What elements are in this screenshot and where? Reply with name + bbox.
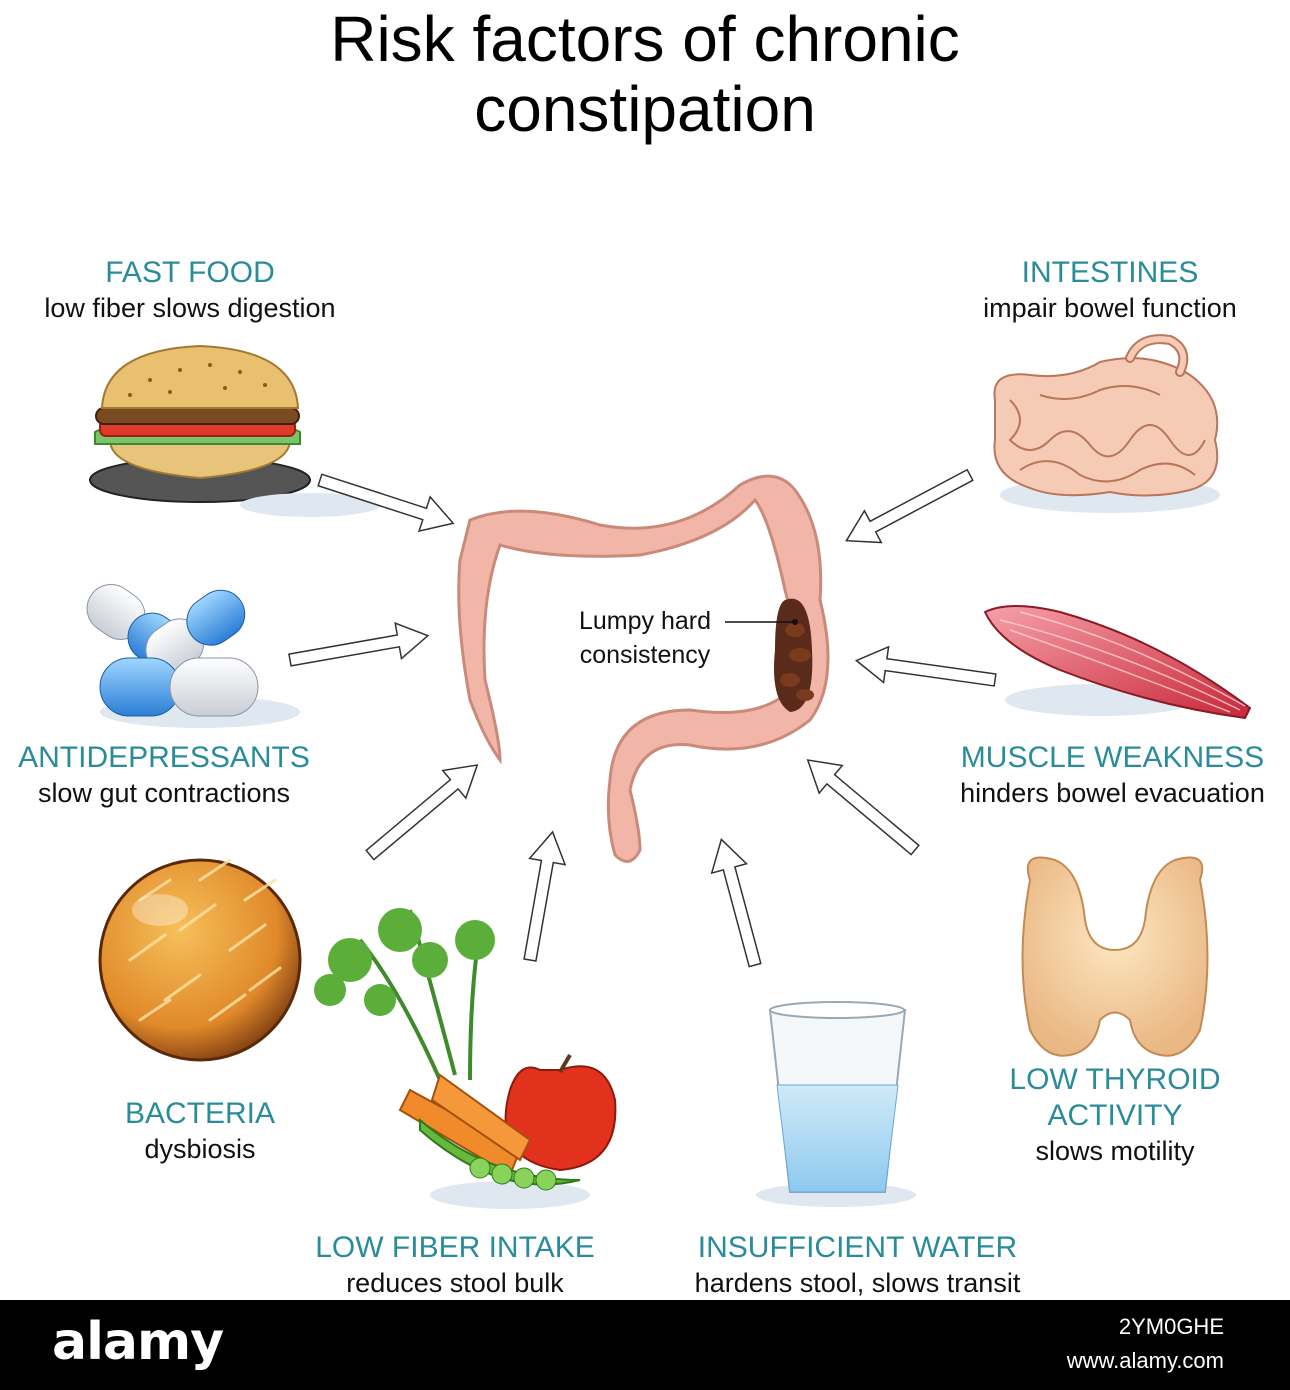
label-water: INSUFFICIENT WATER hardens stool, slows … xyxy=(660,1230,1055,1300)
image-id: 2YM0GHE xyxy=(1118,1314,1224,1339)
arrow-antidepressants xyxy=(288,621,430,667)
low-thyroid-heading-1: LOW THYROID xyxy=(1009,1063,1221,1096)
title-line-2: constipation xyxy=(474,73,816,145)
label-muscle-weakness: MUSCLE WEAKNESS hinders bowel evacuation xyxy=(935,740,1290,810)
arrow-fast-food xyxy=(317,473,455,533)
fast-food-heading: FAST FOOD xyxy=(105,256,275,289)
intestines-heading: INTESTINES xyxy=(1021,256,1199,289)
vegetables-icon xyxy=(314,908,617,1209)
low-fiber-heading: LOW FIBER INTAKE xyxy=(315,1231,595,1264)
label-low-thyroid: LOW THYROID ACTIVITY slows motility xyxy=(975,1062,1255,1168)
bacteria-icon xyxy=(98,858,302,1062)
arrow-intestines xyxy=(845,468,974,544)
fast-food-sub: low fiber slows digestion xyxy=(44,293,336,323)
colon-icon xyxy=(457,474,830,863)
low-thyroid-sub: slows motility xyxy=(1035,1136,1195,1166)
alamy-logo: alamy xyxy=(52,1312,224,1372)
muscle-icon xyxy=(983,605,1252,720)
arrow-water xyxy=(710,838,762,968)
arrow-low-fiber xyxy=(523,830,567,962)
annotation-line-2: consistency xyxy=(579,641,711,669)
intestines-icon xyxy=(993,334,1220,513)
arrow-bacteria xyxy=(365,764,479,861)
thyroid-icon xyxy=(1021,856,1209,1057)
water-heading: INSUFFICIENT WATER xyxy=(697,1231,1018,1264)
colon-annotation: Lumpy hard consistency xyxy=(560,604,730,672)
label-low-fiber: LOW FIBER INTAKE reduces stool bulk xyxy=(280,1230,630,1300)
capsules-icon xyxy=(86,584,300,728)
water-sub: hardens stool, slows transit xyxy=(694,1268,1021,1298)
diagram-artwork xyxy=(86,334,1252,1209)
label-bacteria: BACTERIA dysbiosis xyxy=(80,1096,320,1166)
annotation-line-1: Lumpy hard xyxy=(578,607,712,635)
footer-bar: alamy 2YM0GHE www.alamy.com xyxy=(0,1300,1290,1390)
muscle-weakness-sub: hinders bowel evacuation xyxy=(960,778,1265,808)
footer-url: www.alamy.com xyxy=(1066,1348,1224,1373)
burger-icon xyxy=(89,344,380,517)
intestines-sub: impair bowel function xyxy=(983,293,1237,323)
label-antidepressants: ANTIDEPRESSANTS slow gut contractions xyxy=(0,740,328,810)
bacteria-sub: dysbiosis xyxy=(144,1134,256,1164)
water-glass-icon xyxy=(756,1001,916,1207)
low-fiber-sub: reduces stool bulk xyxy=(346,1268,564,1298)
antidepressants-heading: ANTIDEPRESSANTS xyxy=(18,741,310,774)
low-thyroid-heading-2: ACTIVITY xyxy=(1047,1099,1183,1132)
label-intestines: INTESTINES impair bowel function xyxy=(950,255,1270,325)
page-title: Risk factors of chronic constipation xyxy=(0,0,1290,144)
label-fast-food: FAST FOOD low fiber slows digestion xyxy=(20,255,360,325)
bacteria-heading: BACTERIA xyxy=(124,1097,276,1130)
arrows xyxy=(288,468,997,968)
antidepressants-sub: slow gut contractions xyxy=(37,778,291,808)
title-line-1: Risk factors of chronic xyxy=(330,3,960,75)
muscle-weakness-heading: MUSCLE WEAKNESS xyxy=(960,741,1265,774)
arrow-muscle xyxy=(854,645,997,687)
arrow-thyroid xyxy=(806,759,920,856)
